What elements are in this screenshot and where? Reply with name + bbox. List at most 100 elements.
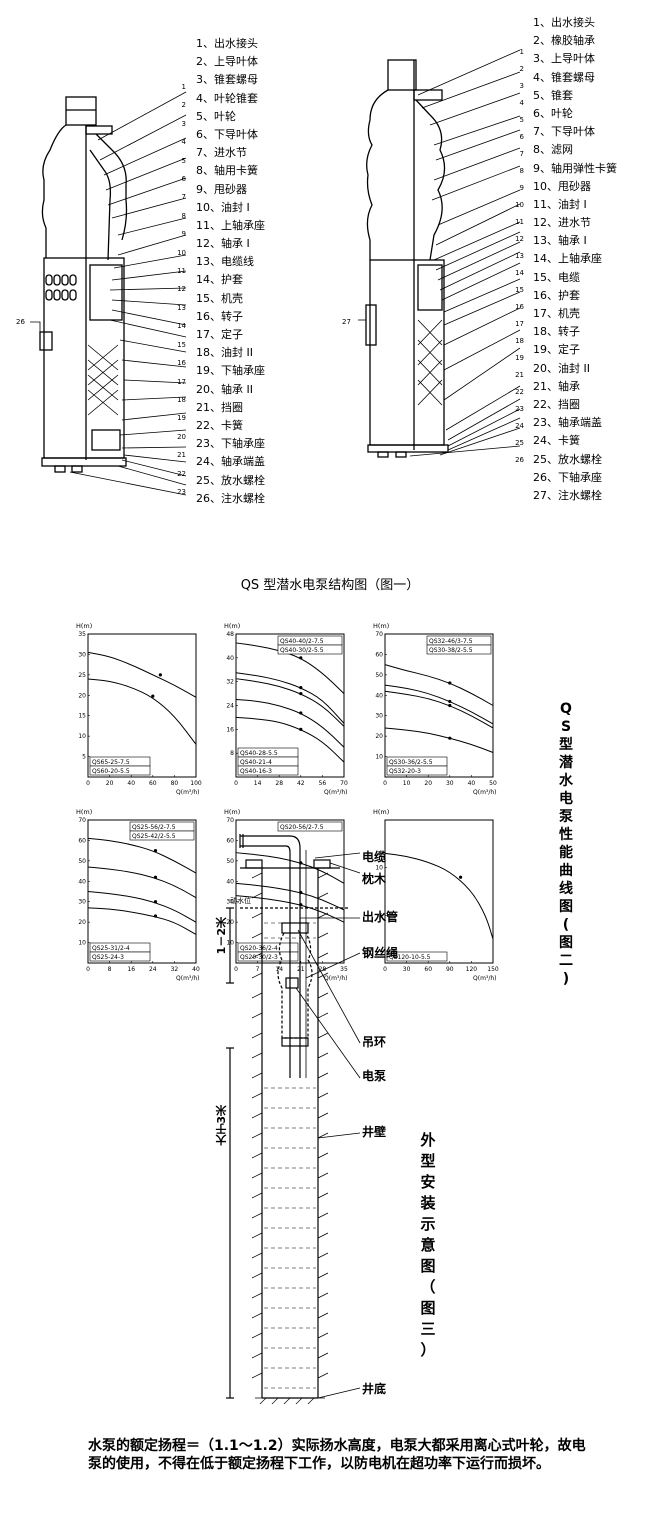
title-char: 潜 [559,755,573,771]
callout-number: 26 [515,456,524,464]
legend-item: 7、下导叶体 [533,125,595,139]
series-curve [87,866,197,899]
y-tick-label: 40 [78,878,86,885]
y-tick-label: 50 [375,672,383,679]
legend-label: QS40-16-3 [240,768,272,775]
figure3-title: 外型安装示意图（图三） [418,1130,438,1361]
x-tick-label: 90 [446,966,454,973]
legend-item: 13、电缆线 [196,255,254,269]
title-char: 装 [420,1194,436,1212]
callout-number: 10 [177,248,186,257]
x-tick-label: 21 [297,966,305,973]
series-curve [235,716,345,763]
callout-number: 9 [519,184,524,192]
y-tick-label: 5 [379,912,383,919]
x-tick-label: 40 [468,780,476,787]
callout-number: 12 [515,235,524,243]
legend-item: 1、出水接头 [533,16,595,29]
x-tick-label: 0 [234,966,238,973]
callout-number: 5 [181,156,186,165]
legend-item: 13、轴承 I [533,234,587,248]
y-axis-label: H(m) [76,808,92,816]
callout-number: 22 [515,388,524,396]
label-well-bottom: 井底 [362,1382,387,1396]
legend-label: QS32-46/3-7.5 [429,638,473,645]
callout-number: 2 [181,101,186,110]
y-axis-label: H(m) [373,808,389,816]
legend-item: 6、下导叶体 [196,127,258,141]
title-char: 线 [559,881,573,897]
legend-label: QS30-36/2-5.5 [389,759,433,766]
x-axis-label: Q(m³/h) [176,789,199,796]
data-point [299,711,303,715]
y-tick-label: 10 [78,733,86,740]
legend-item: 1、出水接头 [196,37,258,50]
right-callout-numbers: 1 2 3 4 5 6 7 8 9 10 11 12 13 14 15 16 1… [510,44,524,469]
left-parts-legend: 1、出水接头 2、上导叶体 3、锥套螺母 4、叶轮锥套 5、叶轮 6、下导叶体 … [196,35,265,508]
y-tick-label: 5 [82,754,86,761]
series-curve [235,699,345,748]
legend-label: QS120-10-5.5 [389,954,431,961]
label-lifting-ring: 吊环 [362,1035,387,1049]
legend-label: QS32-20-3 [389,768,421,775]
title-char: 外 [420,1131,436,1149]
legend-label: QS40-28-5.5 [240,750,278,757]
legend-label: QS20-30/2-3 [240,954,278,961]
x-tick-label: 30 [446,780,454,787]
title-char: 图 [420,1257,436,1275]
callout-number: 9 [181,230,186,239]
y-tick-label: 30 [78,651,86,658]
legend-item: 20、油封 II [533,361,590,375]
data-point [158,673,162,677]
x-tick-label: 80 [171,780,179,787]
callout-number: 12 [177,285,186,294]
legend-item: 26、下轴承座 [533,470,602,484]
callout-number: 13 [515,252,524,260]
legend-item: 20、轴承 II [196,382,253,396]
series-curve [384,664,494,706]
y-tick-label: 8 [230,750,234,757]
x-axis-label: Q(m³/h) [176,975,199,982]
x-tick-label: 14 [254,780,262,787]
x-tick-label: 20 [106,780,114,787]
data-point [448,703,452,708]
title-char: 电 [559,791,573,807]
legend-item: 17、定子 [196,328,243,341]
left-side-number: 26 [16,318,25,326]
depth-label-1: 1－2米 [215,917,228,955]
title-char: 性 [559,827,573,843]
y-tick-label: 60 [226,837,234,844]
series-curve [87,907,197,935]
callout-number: 19 [177,414,186,423]
legend-item: 4、锥套螺母 [533,70,595,84]
callout-number: 21 [515,371,524,379]
x-tick-label: 16 [127,966,135,973]
data-point [448,699,452,704]
legend-item: 25、放水螺栓 [533,452,602,466]
callout-number: 24 [515,422,524,430]
legend-box [386,765,448,776]
callout-number: 3 [181,119,186,128]
legend-item: 4、叶轮锥套 [196,91,258,105]
x-tick-label: 50 [489,780,497,787]
y-axis-label: H(m) [76,622,92,630]
x-axis-label: Q(m³/h) [324,975,347,982]
legend-item: 10、甩砂器 [533,179,591,193]
x-tick-label: 0 [383,780,387,787]
pump-structure-drawing-right [358,49,521,458]
legend-item: 14、上轴承座 [533,252,602,266]
legend-item: 8、轴用卡簧 [196,164,258,178]
y-tick-label: 10 [375,754,383,761]
label-dynamic-level: 动水位 [230,897,251,905]
installation-diagram [226,834,361,1405]
x-tick-label: 0 [383,966,387,973]
callout-number: 1 [181,83,186,91]
series-curve [235,882,345,911]
series-curve [235,672,345,724]
